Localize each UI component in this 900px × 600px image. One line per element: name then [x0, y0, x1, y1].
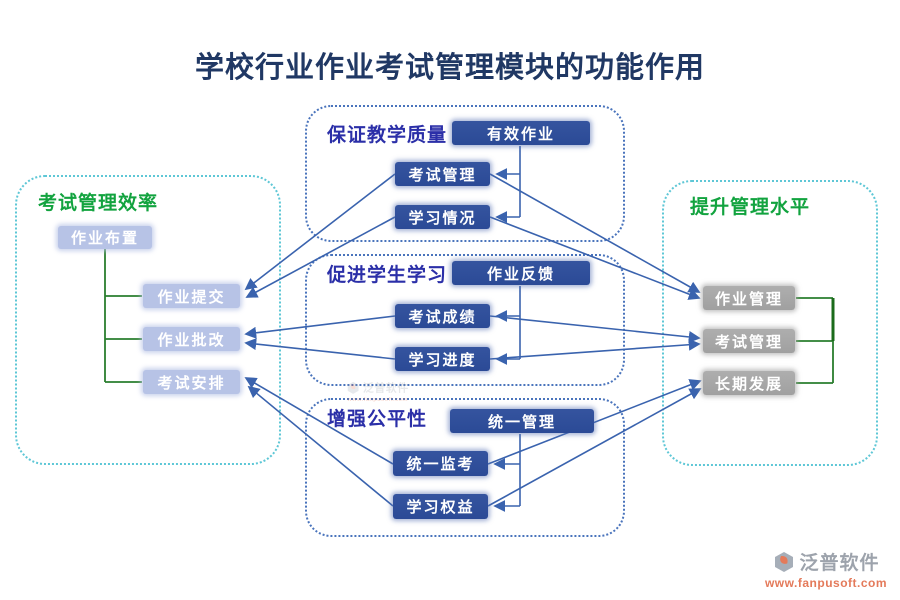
- node-learning-rights: 学习权益: [393, 494, 488, 519]
- node-effective-homework: 有效作业: [452, 121, 590, 145]
- fanpu-logo-icon: [346, 380, 360, 394]
- watermark-url-text: www.fanpusoft.com: [764, 576, 888, 590]
- node-learning-progress: 学习进度: [395, 347, 490, 371]
- node-homework-management: 作业管理: [703, 286, 795, 310]
- node-homework-grading: 作业批改: [143, 327, 240, 351]
- node-exam-management-level: 考试管理: [703, 329, 795, 353]
- node-homework-assign: 作业布置: [58, 226, 152, 249]
- fanpu-logo-icon: [772, 550, 796, 574]
- watermark-fanpu: 泛普软件 www.fanpusoft.com: [752, 548, 900, 590]
- node-exam-management-quality: 考试管理: [395, 162, 490, 186]
- panel-exam-management-efficiency: [15, 175, 281, 465]
- panel-fairness-title: 增强公平性: [327, 409, 428, 430]
- node-unified-management: 统一管理: [450, 409, 594, 433]
- panel-learning-title: 促进学生学习: [327, 265, 448, 286]
- watermark-url-text: www.fanpusoft.com: [347, 395, 408, 403]
- watermark-brand-text: 泛普软件: [799, 553, 880, 574]
- panel-left-title: 考试管理效率: [38, 193, 159, 214]
- node-long-term-development: 长期发展: [703, 371, 795, 395]
- watermark-brand-text: 泛普软件: [362, 382, 409, 395]
- page-title: 学校行业作业考试管理模块的功能作用: [194, 52, 705, 84]
- node-unified-proctoring: 统一监考: [393, 451, 488, 476]
- panel-right-title: 提升管理水平: [690, 197, 811, 218]
- node-exam-scheduling: 考试安排: [143, 370, 240, 394]
- panel-quality-title: 保证教学质量: [327, 125, 448, 146]
- node-learning-status: 学习情况: [395, 205, 490, 229]
- node-homework-submit: 作业提交: [143, 284, 240, 308]
- node-homework-feedback: 作业反馈: [452, 261, 590, 285]
- panel-management-level: [662, 180, 878, 466]
- watermark-faint: 泛普软件 www.fanpusoft.com: [338, 380, 417, 402]
- node-exam-scores: 考试成绩: [395, 304, 490, 328]
